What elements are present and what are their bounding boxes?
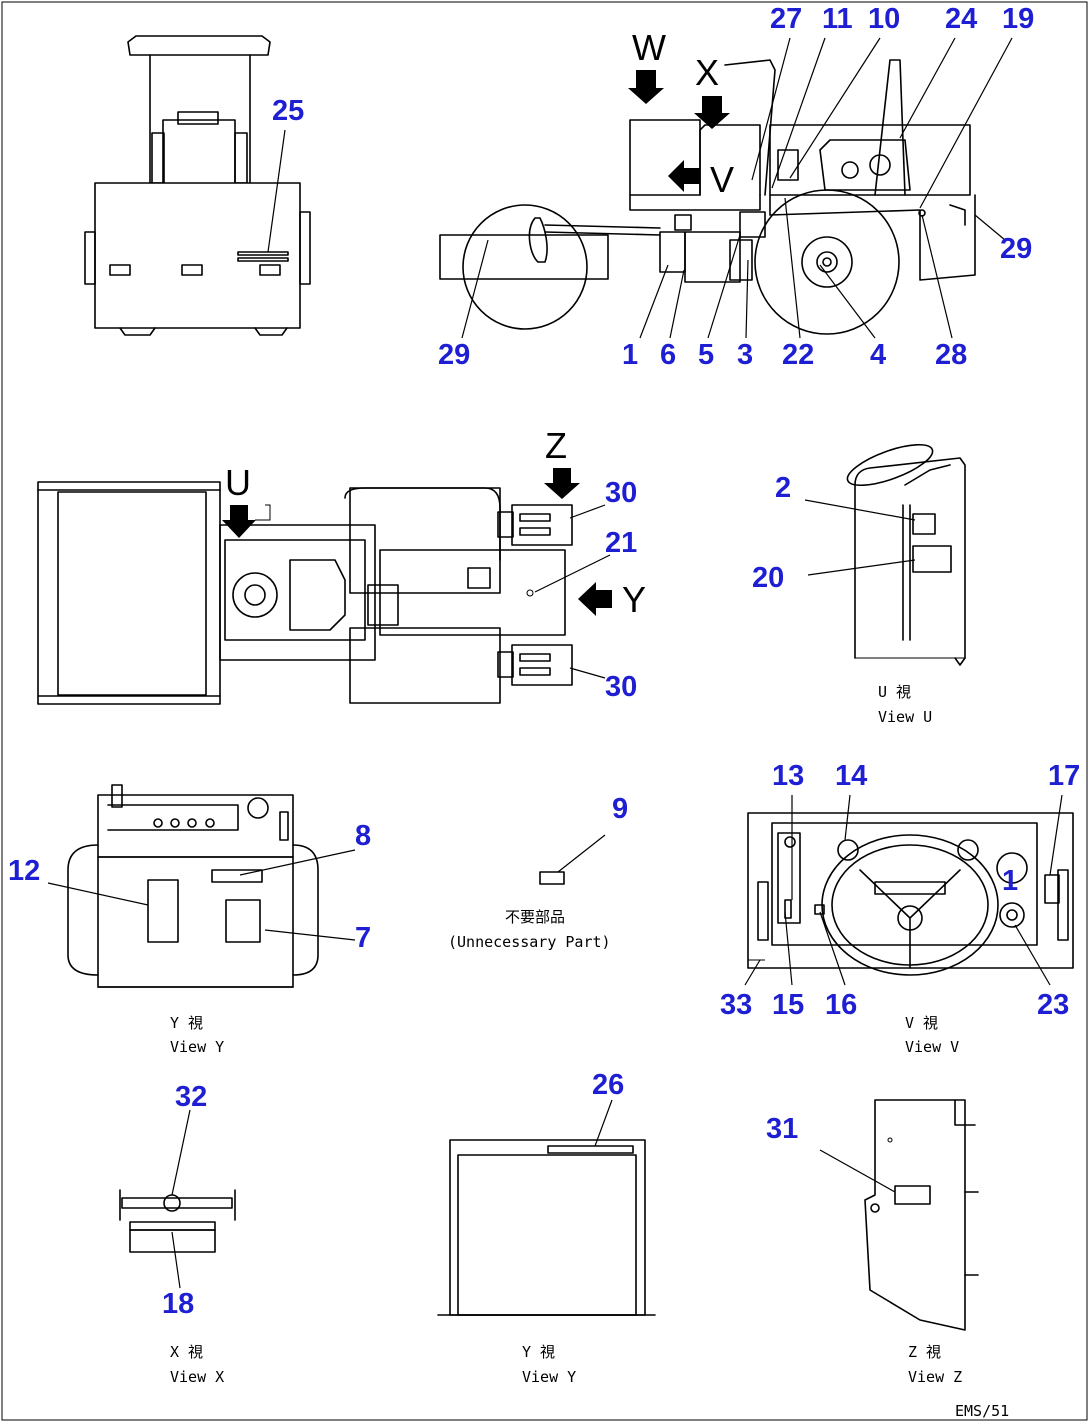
callout-16: 16 xyxy=(825,989,857,1021)
callout-15: 15 xyxy=(772,989,804,1021)
arrow-label-v: V xyxy=(710,159,734,200)
callout-23: 23 xyxy=(1037,989,1069,1021)
callout-14: 14 xyxy=(835,760,867,792)
view-y2-caption-jp: Y 視 xyxy=(522,1343,555,1361)
callout-7: 7 xyxy=(355,922,371,954)
view-y2-drawing xyxy=(437,1139,656,1316)
view-v-drawing xyxy=(747,812,1074,976)
unnecessary-caption-jp: 不要部品 xyxy=(505,908,565,926)
callout-4: 4 xyxy=(870,339,886,371)
callout-2: 2 xyxy=(775,472,791,504)
view-captions: U 視 View U Y 視 View Y 不要部品 (Unnecessary … xyxy=(170,683,1009,1420)
view-u-caption-jp: U 視 xyxy=(878,683,911,701)
arrow-u xyxy=(222,505,256,538)
callout-30-bottom: 30 xyxy=(605,671,637,703)
callout-1-side: 1 xyxy=(622,339,638,371)
view-arrows: W X V U Z Y xyxy=(222,27,734,620)
arrow-z xyxy=(544,468,580,499)
view-v-caption-en: View V xyxy=(905,1038,959,1056)
callout-31: 31 xyxy=(766,1113,798,1145)
view-v-caption-jp: V 視 xyxy=(905,1014,938,1032)
unnecessary-caption-en: (Unnecessary Part) xyxy=(448,933,611,951)
drawing-code: EMS/51 xyxy=(955,1402,1009,1420)
arrow-label-w: W xyxy=(632,27,666,68)
callout-29-right: 29 xyxy=(1000,233,1032,265)
callout-12: 12 xyxy=(8,855,40,887)
arrow-label-u: U xyxy=(225,462,251,503)
callout-21: 21 xyxy=(605,527,637,559)
callout-27: 27 xyxy=(770,3,802,35)
callout-11: 11 xyxy=(822,3,853,35)
callout-8: 8 xyxy=(355,820,371,852)
callout-32: 32 xyxy=(175,1081,207,1113)
front-view-drawing xyxy=(84,35,311,336)
callout-3: 3 xyxy=(737,339,753,371)
callout-22: 22 xyxy=(782,339,814,371)
view-z-caption-en: View Z xyxy=(908,1368,962,1386)
side-view-drawing xyxy=(439,59,976,335)
view-y-caption-jp: Y 視 xyxy=(170,1014,203,1032)
callout-29-left: 29 xyxy=(438,339,470,371)
view-z-caption-jp: Z 視 xyxy=(908,1343,941,1361)
callout-19: 19 xyxy=(1002,3,1034,35)
view-z-drawing xyxy=(864,1099,979,1331)
view-x-drawing xyxy=(119,1189,236,1253)
callout-18: 18 xyxy=(162,1288,194,1320)
arrow-label-y: Y xyxy=(622,579,646,620)
callout-30-top: 30 xyxy=(605,477,637,509)
arrow-w xyxy=(628,70,664,104)
view-y-caption-en: View Y xyxy=(170,1038,224,1056)
callout-25: 25 xyxy=(272,95,304,127)
unnecessary-part-box xyxy=(539,871,565,885)
arrow-label-z: Z xyxy=(545,425,567,466)
callout-9: 9 xyxy=(612,793,628,825)
callout-33: 33 xyxy=(720,989,752,1021)
arrow-y xyxy=(578,582,612,616)
callout-numbers: 25 27 11 10 24 19 29 29 1 6 5 3 22 4 28 … xyxy=(8,3,1080,1320)
view-x-caption-en: View X xyxy=(170,1368,224,1386)
view-x-caption-jp: X 視 xyxy=(170,1343,203,1361)
callout-28: 28 xyxy=(935,339,967,371)
view-u-drawing xyxy=(846,443,966,666)
callout-24: 24 xyxy=(945,3,977,35)
callout-10: 10 xyxy=(868,3,900,35)
callout-13: 13 xyxy=(772,760,804,792)
view-y-drawing xyxy=(67,784,319,988)
callout-26: 26 xyxy=(592,1069,624,1101)
callout-1-panel: 1 xyxy=(1002,865,1018,897)
arrow-x xyxy=(694,96,730,129)
callout-20: 20 xyxy=(752,562,784,594)
callout-5: 5 xyxy=(698,339,714,371)
callout-17: 17 xyxy=(1048,760,1080,792)
arrow-v xyxy=(668,160,700,192)
leader-lines xyxy=(47,37,1063,1289)
view-y2-caption-en: View Y xyxy=(522,1368,576,1386)
arrow-label-x: X xyxy=(695,52,719,93)
callout-6: 6 xyxy=(660,339,676,371)
top-view-drawing xyxy=(37,481,573,705)
view-u-caption-en: View U xyxy=(878,708,932,726)
